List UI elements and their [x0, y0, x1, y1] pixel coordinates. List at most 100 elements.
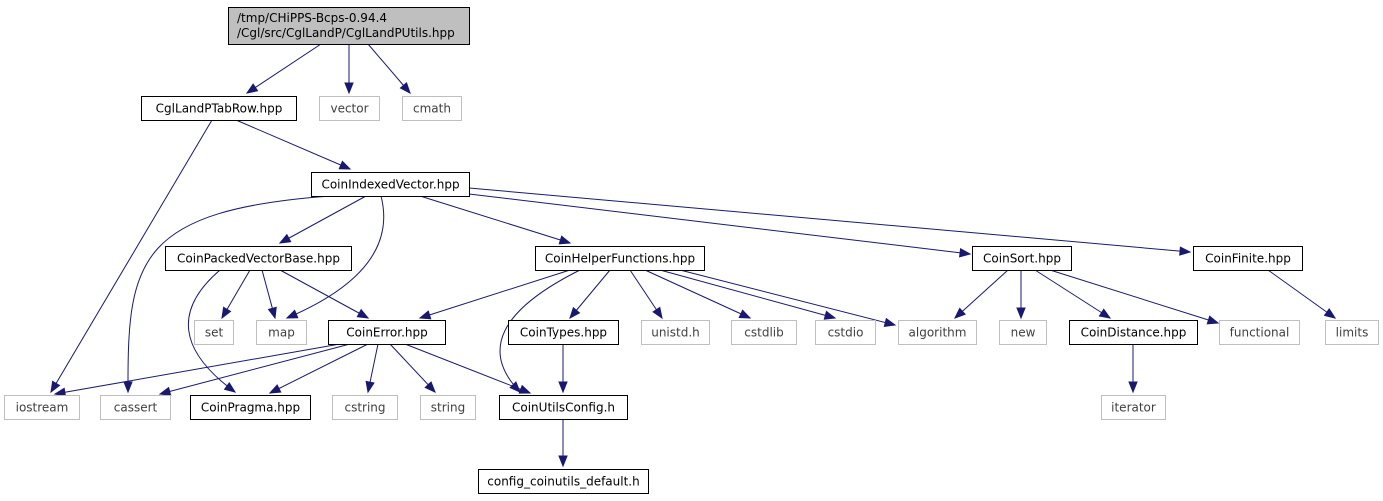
node-string: string [420, 395, 476, 420]
node-pragma[interactable]: CoinPragma.hpp [190, 395, 311, 420]
edge-error-to-string [389, 343, 436, 393]
edge-helper-to-algorithm [679, 269, 897, 327]
node-box [165, 246, 352, 271]
edges-layer [50, 43, 1337, 468]
edge-tabrow-to-indexed [235, 119, 352, 170]
edge-indexed-to-sort [468, 193, 972, 258]
edge-distance-to-iterator [1128, 344, 1138, 394]
node-label: config_coinutils_default.h [487, 475, 639, 489]
node-box [999, 320, 1047, 345]
node-sort[interactable]: CoinSort.hpp [972, 246, 1072, 271]
node-new: new [999, 320, 1047, 345]
node-root[interactable]: /tmp/CHiPPS-Bcps-0.94.4/Cgl/src/CglLandP… [228, 7, 470, 45]
node-cassert: cassert [100, 395, 171, 420]
node-label: iostream [16, 401, 69, 415]
node-label: CoinPragma.hpp [201, 401, 300, 415]
edge-packed-to-set [221, 269, 251, 320]
edge-root-to-tabrow [245, 43, 322, 94]
edge-helper-to-unistd [629, 269, 663, 320]
node-label: CoinHelperFunctions.hpp [545, 252, 695, 266]
node-label: /Cgl/src/CglLandP/CglLandPUtils.hpp [237, 26, 455, 40]
node-label: cstdio [828, 326, 864, 340]
node-label: CglLandPTabRow.hpp [156, 102, 283, 116]
node-box [1101, 395, 1166, 420]
node-box [898, 320, 977, 345]
node-label: vector [330, 102, 368, 116]
node-label: cstdlib [744, 326, 783, 340]
node-box [256, 320, 307, 345]
node-box [972, 246, 1072, 271]
edge-indexed-to-packed [278, 195, 367, 244]
node-distance[interactable]: CoinDistance.hpp [1069, 320, 1198, 345]
edge-indexed-to-helper [419, 195, 572, 245]
node-label: /tmp/CHiPPS-Bcps-0.94.4 [237, 11, 387, 25]
node-box [4, 395, 80, 420]
node-label: unistd.h [651, 326, 700, 340]
node-functional: functional [1219, 320, 1300, 345]
node-cstdlib: cstdlib [731, 320, 797, 345]
edge-root-to-cmath [367, 43, 411, 95]
node-box [228, 7, 470, 45]
node-label: iterator [1111, 401, 1156, 415]
edge-helper-to-cstdlib [644, 269, 752, 319]
edge-helper-to-cstdio [659, 269, 837, 320]
node-cstring: cstring [332, 395, 398, 420]
node-label: CoinSort.hpp [983, 252, 1061, 266]
node-box [311, 172, 470, 197]
node-indexed[interactable]: CoinIndexedVector.hpp [311, 172, 470, 197]
node-box [402, 96, 462, 121]
edge-packed-to-pragma [187, 269, 237, 393]
node-helper[interactable]: CoinHelperFunctions.hpp [535, 246, 705, 271]
node-box [499, 395, 628, 420]
node-box [478, 469, 649, 494]
node-iterator: iterator [1101, 395, 1166, 420]
node-box [815, 320, 876, 345]
node-limits: limits [1325, 320, 1379, 345]
node-set: set [194, 320, 234, 345]
edge-error-to-iostream [53, 343, 341, 397]
edge-error-to-cstring [365, 343, 379, 394]
node-box [1325, 320, 1379, 345]
edge-sort-to-functional [1049, 269, 1220, 325]
node-vector: vector [319, 96, 380, 121]
node-finite[interactable]: CoinFinite.hpp [1193, 246, 1303, 271]
node-unistd: unistd.h [641, 320, 710, 345]
node-box [1219, 320, 1300, 345]
node-cmath: cmath [402, 96, 462, 121]
node-label: new [1011, 326, 1036, 340]
edge-indexed-to-finite [468, 187, 1192, 256]
node-box [194, 320, 234, 345]
edge-tabrow-to-iostream [50, 119, 213, 394]
node-packed[interactable]: CoinPackedVectorBase.hpp [165, 246, 352, 271]
edge-packed-to-map [261, 269, 277, 320]
node-box [332, 395, 398, 420]
edge-packed-to-error [279, 269, 370, 319]
node-box [319, 96, 380, 121]
edge-sort-to-distance [1034, 269, 1112, 319]
node-box [1193, 246, 1303, 271]
edge-helper-to-types [569, 269, 611, 320]
node-error[interactable]: CoinError.hpp [328, 320, 446, 345]
node-iostream: iostream [4, 395, 80, 420]
node-configdefault[interactable]: config_coinutils_default.h [478, 469, 649, 494]
edge-error-to-pragma [268, 343, 369, 394]
edge-root-to-vector [344, 44, 354, 95]
edge-error-to-config [404, 343, 532, 394]
node-label: CoinTypes.hpp [520, 326, 607, 340]
edge-sort-to-algorithm [954, 269, 1009, 319]
node-label: string [431, 401, 465, 415]
node-box [420, 395, 476, 420]
edge-indexed-to-cassert [123, 195, 331, 394]
node-label: cassert [114, 401, 158, 415]
node-label: cmath [413, 102, 451, 116]
node-box [190, 395, 311, 420]
node-label: functional [1230, 326, 1290, 340]
node-box [535, 246, 705, 271]
node-config[interactable]: CoinUtilsConfig.h [499, 395, 628, 420]
node-label: algorithm [909, 326, 967, 340]
node-types[interactable]: CoinTypes.hpp [508, 320, 619, 345]
node-tabrow[interactable]: CglLandPTabRow.hpp [141, 96, 297, 121]
node-label: CoinDistance.hpp [1081, 326, 1187, 340]
node-map: map [256, 320, 307, 345]
